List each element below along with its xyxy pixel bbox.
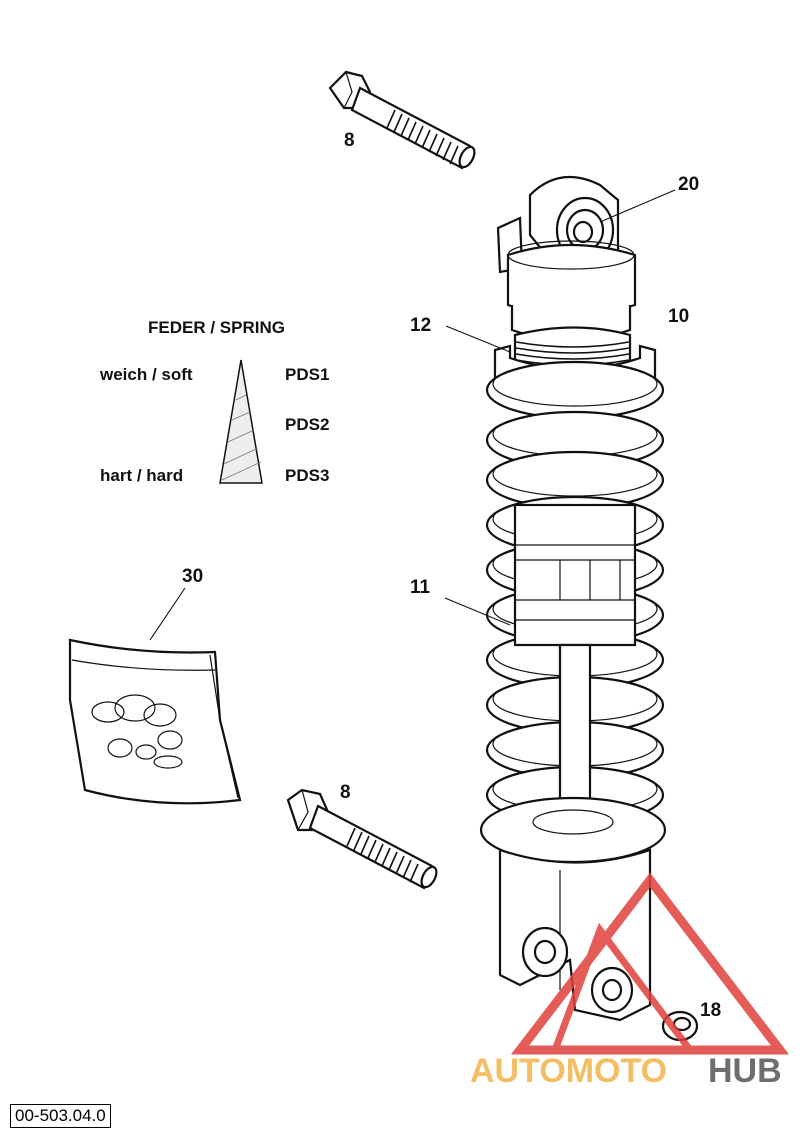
callout-11: 11 <box>410 577 431 598</box>
hard-label: hart / hard <box>100 466 183 485</box>
shock-absorber <box>479 175 667 1022</box>
callout-18: 18 <box>700 1000 721 1021</box>
automotohub-watermark: AUTOMOTO HUB <box>470 872 790 1090</box>
soft-label: weich / soft <box>99 365 193 384</box>
spring-rate-legend: FEDER / SPRING weich / soft hart / hard … <box>99 318 329 485</box>
spring-option-3: PDS3 <box>285 466 329 485</box>
callout-20: 20 <box>678 174 699 195</box>
spring-option-1: PDS1 <box>285 365 329 384</box>
callout-8-bottom: 8 <box>340 782 351 803</box>
watermark-brand-left: AUTOMOTO <box>470 1052 667 1090</box>
seal-kit-bag <box>68 638 242 805</box>
bolt-bottom <box>286 788 438 890</box>
stiffness-wedge <box>219 359 263 484</box>
callout-30: 30 <box>182 566 203 587</box>
watermark-brand-right: HUB <box>708 1052 782 1090</box>
drawing-number: 00-503.04.0 <box>10 1104 111 1128</box>
bolt-top <box>328 70 476 170</box>
spring-table-title: FEDER / SPRING <box>148 318 285 337</box>
callout-12: 12 <box>410 315 431 336</box>
spring-option-2: PDS2 <box>285 415 329 434</box>
callout-8-top: 8 <box>344 130 355 151</box>
callout-10: 10 <box>668 306 689 327</box>
